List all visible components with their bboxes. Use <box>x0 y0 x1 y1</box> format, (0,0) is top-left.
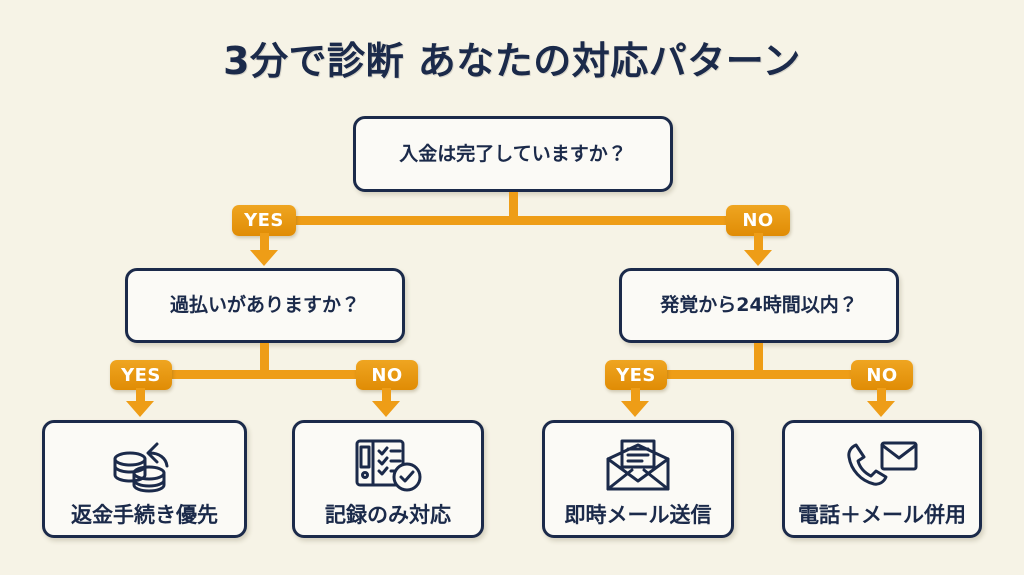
outcome-box-phone-and-email[interactable]: 電話＋メール併用 <box>782 420 982 538</box>
edge-label-root-yes[interactable]: YES <box>232 205 296 236</box>
arrow-no-to-right-question <box>744 250 772 266</box>
edge-label-left-no-text: NO <box>371 364 403 386</box>
coins-return-arrow-icon <box>106 435 184 497</box>
edge-label-root-no[interactable]: NO <box>726 205 790 236</box>
edge-label-left-no[interactable]: NO <box>356 360 418 390</box>
connector-root-stem <box>509 192 518 221</box>
decision-box-root[interactable]: 入金は完了していますか？ <box>353 116 673 192</box>
connector-left-bar <box>140 370 385 379</box>
connector-right-yes-drop <box>631 388 640 404</box>
arrow-right-yes-to-outcome <box>621 401 649 417</box>
decision-box-root-label: 入金は完了していますか？ <box>399 142 627 165</box>
connector-left-yes-drop <box>136 388 145 404</box>
outcome-box-instant-email[interactable]: 即時メール送信 <box>542 420 734 538</box>
edge-label-right-yes[interactable]: YES <box>605 360 667 390</box>
connector-right-stem <box>754 343 763 371</box>
edge-label-right-yes-text: YES <box>616 364 656 386</box>
phone-envelope-icon <box>842 435 922 497</box>
connector-right-no-drop <box>877 388 886 404</box>
connector-left-stem <box>260 343 269 371</box>
decision-box-within24h[interactable]: 発覚から24時間以内？ <box>619 268 899 343</box>
decision-box-overpayment[interactable]: 過払いがありますか？ <box>125 268 405 343</box>
connector-right-bar <box>635 370 880 379</box>
outcome-box-record-only[interactable]: 記録のみ対応 <box>292 420 484 538</box>
outcome-label-instant-email: 即時メール送信 <box>564 503 712 527</box>
binder-checklist-check-icon <box>351 435 425 497</box>
connector-yes-drop-left <box>260 233 269 253</box>
page-title: 3分で診断 あなたの対応パターン <box>223 39 801 83</box>
arrow-left-yes-to-outcome <box>126 401 154 417</box>
edge-label-root-yes-text: YES <box>244 210 284 231</box>
arrow-yes-to-left-question <box>250 250 278 266</box>
outcome-label-record-only: 記録のみ対応 <box>325 503 451 527</box>
connector-no-drop-right <box>754 233 763 253</box>
edge-label-right-no-text: NO <box>866 364 898 386</box>
connector-level1-bar <box>263 216 755 225</box>
edge-label-left-yes[interactable]: YES <box>110 360 172 390</box>
edge-label-left-yes-text: YES <box>121 364 161 386</box>
decision-box-within24h-label: 発覚から24時間以内？ <box>660 294 858 317</box>
decision-box-overpayment-label: 過払いがありますか？ <box>169 294 360 317</box>
open-envelope-letter-icon <box>600 435 676 497</box>
edge-label-right-no[interactable]: NO <box>851 360 913 390</box>
outcome-label-refund-priority: 返金手続き優先 <box>71 503 218 527</box>
edge-label-root-no-text: NO <box>742 210 774 231</box>
arrow-left-no-to-outcome <box>372 401 400 417</box>
connector-left-no-drop <box>382 388 391 404</box>
outcome-box-refund-priority[interactable]: 返金手続き優先 <box>42 420 247 538</box>
arrow-right-no-to-outcome <box>867 401 895 417</box>
outcome-label-phone-and-email: 電話＋メール併用 <box>798 503 966 527</box>
